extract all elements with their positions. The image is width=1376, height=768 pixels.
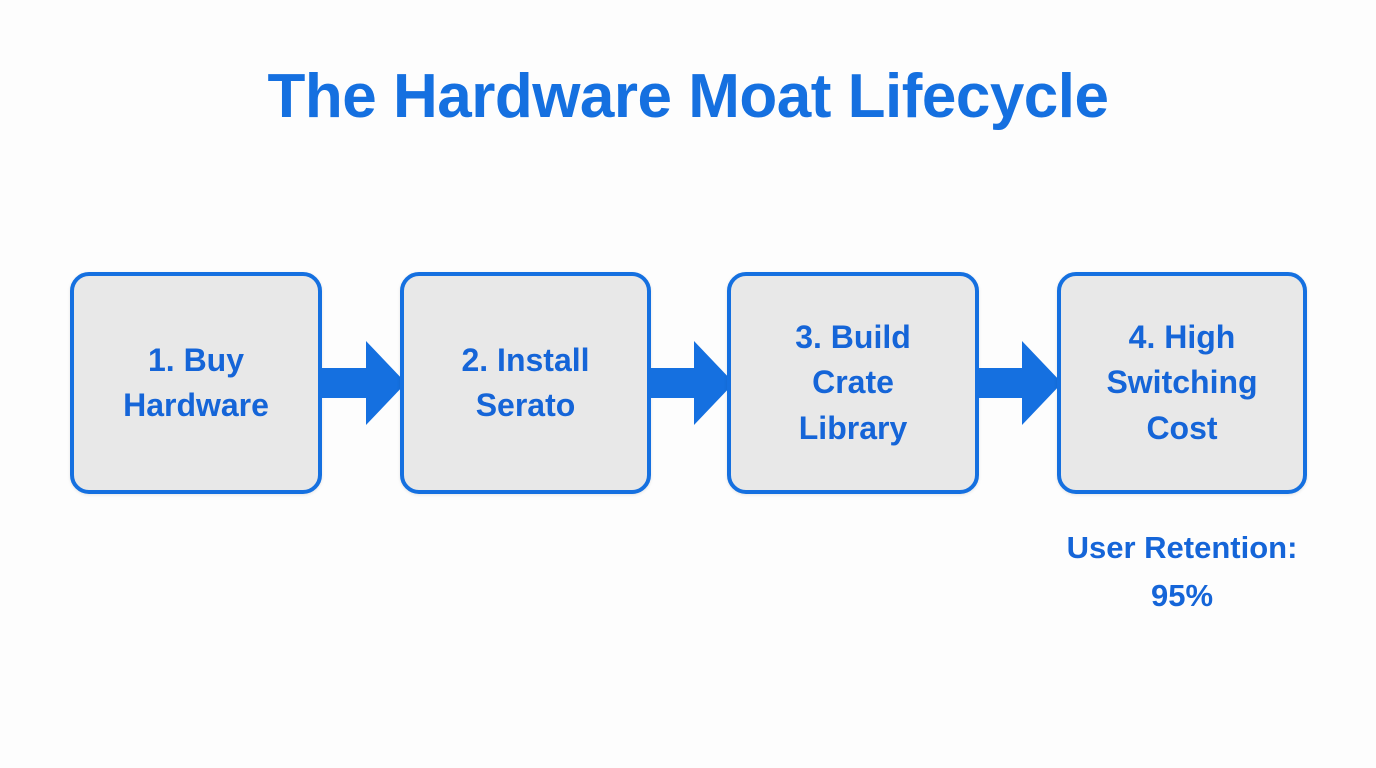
retention-caption-line-2: 95%	[1150, 578, 1214, 614]
process-step-1-label: 1. Buy Hardware	[123, 341, 269, 423]
process-flow: 1. Buy Hardware 2. Install Serato 3. Bui…	[70, 272, 1307, 494]
process-step-4: 4. High Switching Cost	[1057, 272, 1307, 494]
process-step-2: 2. Install Serato	[400, 272, 651, 494]
retention-caption: User Retention: 95%	[1029, 524, 1335, 620]
page-title: The Hardware Moat Lifecycle	[267, 62, 1110, 131]
arrow-right-icon-2	[650, 337, 734, 429]
arrow-right-icon-1	[322, 337, 406, 429]
process-step-2-label: 2. Install Serato	[461, 341, 590, 423]
process-step-4-label: 4. High Switching Cost	[1106, 318, 1258, 446]
process-step-1: 1. Buy Hardware	[70, 272, 322, 494]
process-step-3: 3. Build Crate Library	[727, 272, 979, 494]
process-step-3-label: 3. Build Crate Library	[795, 318, 911, 446]
arrow-right-icon-3	[978, 337, 1062, 429]
retention-caption-line-1: User Retention:	[1066, 530, 1298, 565]
